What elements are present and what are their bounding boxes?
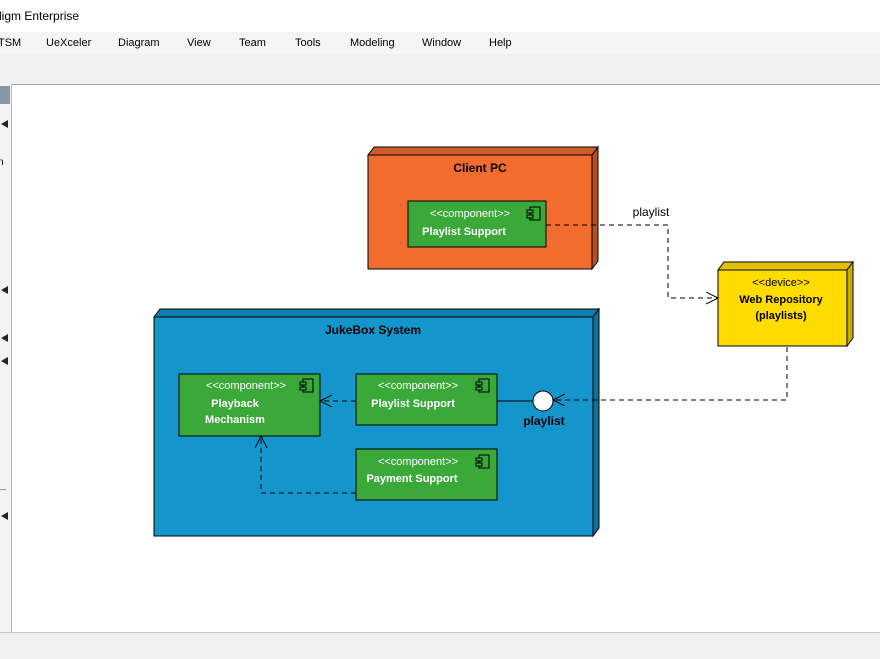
node-jukebox-name: JukeBox System xyxy=(325,323,421,337)
collapse-arrow-icon[interactable] xyxy=(1,120,8,128)
panel-divider xyxy=(0,489,6,490)
component-stereotype: <<component>> xyxy=(430,208,510,220)
component-name-line2: Mechanism xyxy=(205,414,265,426)
menu-item-uexceler[interactable]: UeXceler xyxy=(46,37,91,49)
component-name: Payment Support xyxy=(366,473,457,485)
left-panel: n xyxy=(0,84,12,632)
node-client-pc-side xyxy=(592,147,598,269)
collapse-arrow-icon[interactable] xyxy=(1,286,8,294)
component-playlist-support-client[interactable]: <<component>> Playlist Support xyxy=(408,201,546,247)
panel-label-fragment: n xyxy=(0,157,4,168)
menu-item-team[interactable]: Team xyxy=(239,37,266,49)
node-web-repo-stereotype: <<device>> xyxy=(752,277,810,289)
dependency-label: playlist xyxy=(633,205,670,219)
component-name: Playlist Support xyxy=(371,398,455,410)
deployment-diagram: Client PC JukeBox System <<device>> Web … xyxy=(12,85,880,632)
menu-bar: TSM UeXceler Diagram View Team Tools Mod… xyxy=(0,32,880,54)
status-bar xyxy=(0,632,880,659)
component-playlist-support-jukebox[interactable]: <<component>> Playlist Support xyxy=(356,374,497,425)
component-payment-support[interactable]: <<component>> Payment Support xyxy=(356,449,497,500)
toolbar xyxy=(0,54,880,84)
menu-item-tsm[interactable]: TSM xyxy=(0,37,21,49)
collapse-arrow-icon[interactable] xyxy=(1,334,8,342)
node-web-repository[interactable]: <<device>> Web Repository (playlists) xyxy=(718,262,853,346)
component-stereotype: <<component>> xyxy=(206,380,286,392)
component-name-line1: Playback xyxy=(211,398,260,410)
node-jukebox-side xyxy=(593,309,599,536)
window-title: ligm Enterprise xyxy=(0,9,79,23)
menu-item-view[interactable]: View xyxy=(187,37,211,49)
component-stereotype: <<component>> xyxy=(378,456,458,468)
node-client-pc-name: Client PC xyxy=(453,161,507,175)
node-web-repo-side xyxy=(847,262,853,346)
interface-ball-icon xyxy=(533,391,553,411)
component-stereotype: <<component>> xyxy=(378,380,458,392)
diagram-canvas[interactable]: Client PC JukeBox System <<device>> Web … xyxy=(12,84,880,632)
component-name: Playlist Support xyxy=(422,226,506,238)
menu-item-tools[interactable]: Tools xyxy=(295,37,321,49)
node-web-repo-top xyxy=(718,262,853,270)
menu-item-window[interactable]: Window xyxy=(422,37,461,49)
node-jukebox-top xyxy=(154,309,599,317)
title-bar: ligm Enterprise xyxy=(0,0,880,32)
node-web-repo-name-line2: (playlists) xyxy=(755,310,807,322)
interface-label: playlist xyxy=(523,414,564,428)
menu-item-diagram[interactable]: Diagram xyxy=(118,37,160,49)
menu-item-modeling[interactable]: Modeling xyxy=(350,37,395,49)
node-client-pc-top xyxy=(368,147,598,155)
panel-tab[interactable] xyxy=(0,86,10,104)
menu-item-help[interactable]: Help xyxy=(489,37,512,49)
component-playback-mechanism[interactable]: <<component>> Playback Mechanism xyxy=(179,374,320,436)
collapse-arrow-icon[interactable] xyxy=(1,512,8,520)
node-web-repo-name-line1: Web Repository xyxy=(739,294,823,306)
collapse-arrow-icon[interactable] xyxy=(1,357,8,365)
